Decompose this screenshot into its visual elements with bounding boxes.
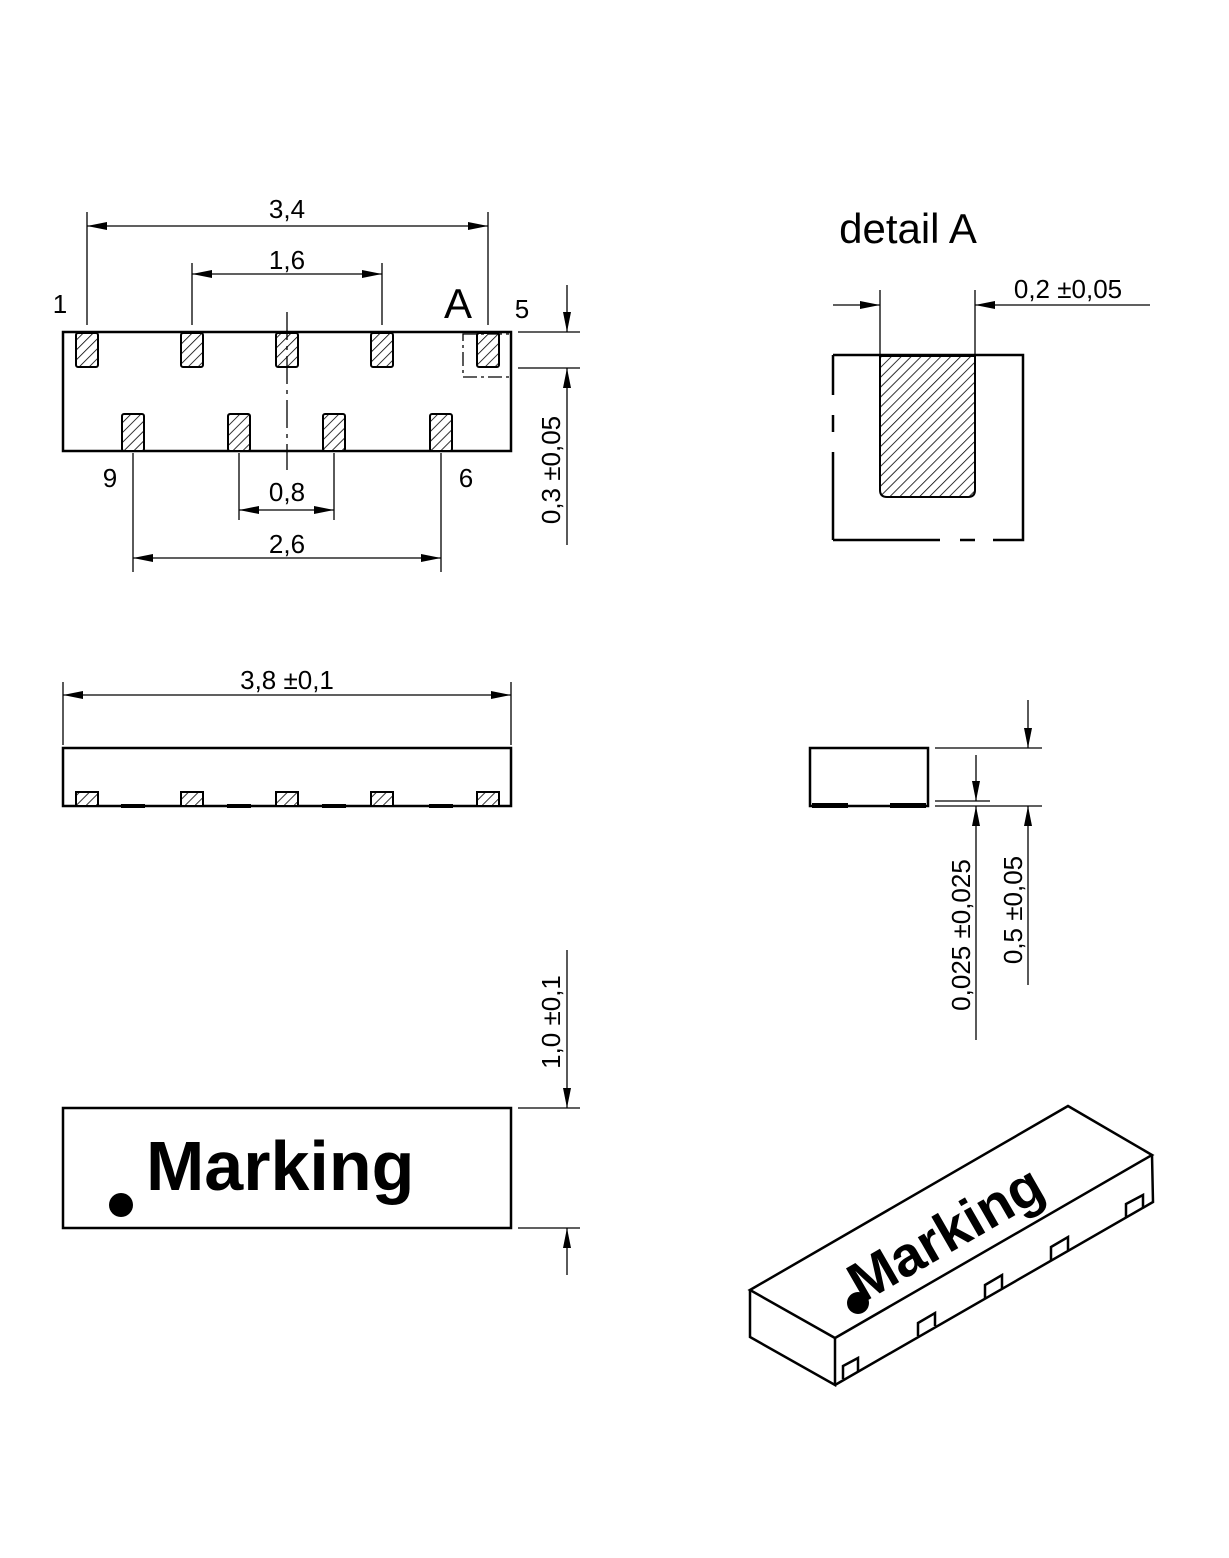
top-row-pads (75, 332, 500, 368)
detail-a-marker: A (444, 280, 472, 327)
dim-width: 1,0 ±0,1 (536, 975, 566, 1069)
dim-inner-pitch: 1,6 (269, 245, 305, 275)
dim-pad-width: 0,2 ±0,05 (1014, 274, 1122, 304)
end-outline (808, 746, 930, 808)
detail-pad (879, 355, 976, 498)
iso-pin-1-dot (847, 1292, 869, 1314)
pin-1-dot (109, 1193, 133, 1217)
dim-standoff: 0,025 ±0,025 (946, 859, 976, 1011)
marking-outline (61, 1106, 513, 1230)
dim-pad-length: 0,3 ±0,05 (536, 416, 566, 524)
bottom-row-pads (121, 413, 453, 452)
pin-6-label: 6 (459, 463, 473, 493)
detail-a-title: detail A (839, 205, 977, 252)
marking-text: Marking (146, 1127, 414, 1205)
end-view: 0,5 ±0,05 0,025 ±0,025 (808, 700, 1042, 1040)
isometric-view: Marking (747, 1104, 1155, 1388)
dim-length: 3,8 ±0,1 (240, 665, 334, 695)
dim-overall-pitch: 3,4 (269, 194, 305, 224)
bottom-view-pads: 3,4 1,6 0,8 2,6 0,3 ±0,05 1 A 5 9 6 (53, 194, 580, 572)
dim-height: 0,5 ±0,05 (998, 856, 1028, 964)
pin-5-label: 5 (515, 294, 529, 324)
pin-1-label: 1 (53, 289, 67, 319)
detail-a-view: detail A 0,2 ±0,05 (831, 205, 1150, 542)
dim-bottom-pitch: 2,6 (269, 529, 305, 559)
pin-9-label: 9 (103, 463, 117, 493)
side-view: 3,8 ±0,1 (61, 665, 513, 808)
detail-a-box (462, 333, 512, 378)
marking-view: Marking 1,0 ±0,1 (61, 950, 580, 1275)
dim-small-pitch: 0,8 (269, 477, 305, 507)
